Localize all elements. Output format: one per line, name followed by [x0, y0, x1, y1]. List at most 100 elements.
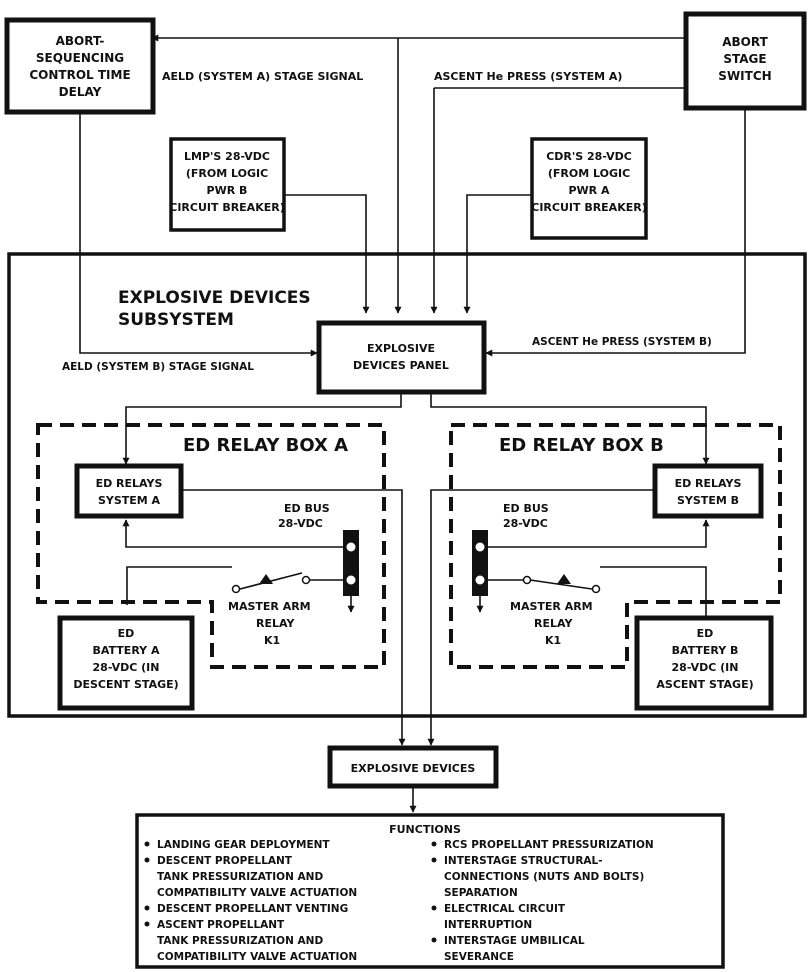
relay-box-a-boundary: [36, 423, 386, 669]
abort-seq-line-3: CONTROL TIME: [29, 68, 130, 82]
k1-b-actuator: [557, 574, 571, 584]
k1-b-contact-1: [591, 584, 601, 594]
lmp-feed-line: [283, 194, 370, 314]
abort-seq-line-1: ABORT-: [56, 34, 105, 48]
master-arm-a-2: RELAY: [256, 617, 295, 630]
function-left-1: LANDING GEAR DEPLOYMENT: [157, 839, 330, 851]
relay-box-b-title: ED RELAY BOX B: [499, 435, 664, 456]
bullet: [431, 905, 437, 911]
relays-a-box: ED RELAYS SYSTEM A: [74, 463, 184, 519]
panel-line-2: DEVICES PANEL: [353, 359, 449, 372]
k1-a-switch-arm: [239, 572, 303, 590]
function-left-2: DESCENT PROPELLANT: [157, 855, 293, 867]
function-right-6: INTERRUPTION: [444, 919, 532, 931]
lmp-line-1: LMP'S 28-VDC: [184, 150, 270, 163]
bus-a-label-1: ED BUS: [284, 502, 330, 515]
function-right-5: ELECTRICAL CIRCUIT: [444, 903, 566, 915]
subsystem-title-2: SUBSYSTEM: [118, 310, 234, 330]
bullet: [144, 921, 150, 927]
k1-b-contact-2: [522, 575, 532, 585]
subsystem-title-1: EXPLOSIVE DEVICES: [118, 288, 311, 308]
function-right-2: INTERSTAGE STRUCTURAL-: [444, 855, 603, 867]
functions-box: FUNCTIONS LANDING GEAR DEPLOYMENT DESCEN…: [135, 813, 725, 969]
abort-stage-line-3: SWITCH: [718, 69, 771, 83]
bullet: [431, 841, 437, 847]
explosive-devices-label: EXPLOSIVE DEVICES: [351, 762, 476, 775]
aeld-a-label: AELD (SYSTEM A) STAGE SIGNAL: [162, 70, 363, 83]
battery-a-box: ED BATTERY A 28-VDC (IN DESCENT STAGE): [57, 615, 195, 711]
function-right-4: SEPARATION: [444, 887, 518, 899]
aeld-b-label: AELD (SYSTEM B) STAGE SIGNAL: [62, 361, 254, 373]
k1-a-actuator: [259, 574, 273, 584]
lmp-power-box: LMP'S 28-VDC (FROM LOGIC PWR B CIRCUIT B…: [169, 137, 286, 232]
panel-to-relays-b-line: [430, 392, 710, 465]
function-left-7: TANK PRESSURIZATION AND: [157, 935, 323, 947]
function-left-3: TANK PRESSURIZATION AND: [157, 871, 323, 883]
cdr-line-4: CIRCUIT BREAKER): [531, 201, 646, 214]
bus-b-to-relays-line: [485, 519, 710, 548]
battery-b-line-3: 28-VDC (IN: [672, 661, 739, 674]
function-right-8: SEVERANCE: [444, 951, 514, 963]
cdr-line-3: PWR A: [568, 184, 609, 197]
k1-a-contact-1: [231, 584, 241, 594]
k1-b-switch-arm: [529, 579, 593, 590]
cdr-line-2: (FROM LOGIC: [548, 167, 630, 180]
relays-b-line-1: ED RELAYS: [675, 477, 742, 490]
battery-b-line-2: BATTERY B: [672, 644, 739, 657]
lmp-line-2: (FROM LOGIC: [186, 167, 268, 180]
battery-b-line-1: ED: [697, 627, 714, 640]
function-right-7: INTERSTAGE UMBILICAL: [444, 935, 585, 947]
bus-b-label-2: 28-VDC: [503, 517, 548, 530]
bus-a-label-2: 28-VDC: [278, 517, 323, 530]
bullet: [144, 857, 150, 863]
bus-b-label-1: ED BUS: [503, 502, 549, 515]
cdr-line-1: CDR'S 28-VDC: [546, 150, 632, 163]
battery-a-line-3: 28-VDC (IN: [93, 661, 160, 674]
battery-a-line-2: BATTERY A: [93, 644, 160, 657]
bus-b-bar: [472, 530, 488, 596]
battery-b-box: ED BATTERY B 28-VDC (IN ASCENT STAGE): [634, 615, 774, 711]
abort-stage-line-2: STAGE: [723, 52, 766, 66]
panel-line-1: EXPLOSIVE: [367, 342, 435, 355]
function-left-8: COMPATIBILITY VALVE ACTUATION: [157, 951, 357, 963]
bullet: [431, 937, 437, 943]
k1-a-contact-2: [301, 575, 311, 585]
panel-to-relays-a-line: [122, 392, 402, 465]
master-arm-b-3: K1: [545, 634, 561, 647]
relays-b-box: ED RELAYS SYSTEM B: [652, 463, 764, 519]
lmp-line-3: PWR B: [207, 184, 248, 197]
abort-stage-switch-box: ABORT STAGE SWITCH: [683, 11, 807, 111]
cdr-feed-line: [463, 194, 532, 314]
abort-seq-line-4: DELAY: [59, 85, 102, 99]
relays-a-line-1: ED RELAYS: [96, 477, 163, 490]
cdr-power-box: CDR'S 28-VDC (FROM LOGIC PWR A CIRCUIT B…: [530, 137, 648, 240]
function-right-1: RCS PROPELLANT PRESSURIZATION: [444, 839, 654, 851]
function-left-6: ASCENT PROPELLANT: [157, 919, 285, 931]
function-right-3: CONNECTIONS (NUTS AND BOLTS): [444, 871, 644, 883]
master-arm-a-3: K1: [264, 634, 280, 647]
battery-a-to-relay-line: [126, 566, 232, 605]
function-left-4: COMPATIBILITY VALVE ACTUATION: [157, 887, 357, 899]
abort-seq-line-2: SEQUENCING: [36, 51, 124, 65]
abort-stage-line-1: ABORT: [722, 35, 768, 49]
subsystem-boundary: [7, 252, 807, 718]
relays-a-to-devices-line: [181, 489, 406, 746]
battery-b-to-relay-line: [600, 566, 707, 630]
master-arm-a-1: MASTER ARM: [228, 600, 311, 613]
ascent-he-b-line: [485, 108, 746, 357]
ascent-he-a-label: ASCENT He PRESS (SYSTEM A): [434, 70, 622, 83]
aeld-b-line: [79, 112, 318, 357]
battery-a-line-1: ED: [118, 627, 135, 640]
battery-a-line-4: DESCENT STAGE): [73, 678, 178, 691]
bullet: [144, 841, 150, 847]
ascent-he-b-label: ASCENT He PRESS (SYSTEM B): [532, 336, 712, 348]
bullet: [144, 905, 150, 911]
bullet: [431, 857, 437, 863]
abort-sequencing-box: ABORT- SEQUENCING CONTROL TIME DELAY: [4, 17, 156, 115]
master-arm-b-2: RELAY: [534, 617, 573, 630]
battery-b-line-4: ASCENT STAGE): [656, 678, 753, 691]
explosive-devices-box: EXPLOSIVE DEVICES: [327, 745, 499, 789]
lmp-line-4: CIRCUIT BREAKER): [169, 201, 284, 214]
relays-a-line-2: SYSTEM A: [98, 494, 161, 507]
